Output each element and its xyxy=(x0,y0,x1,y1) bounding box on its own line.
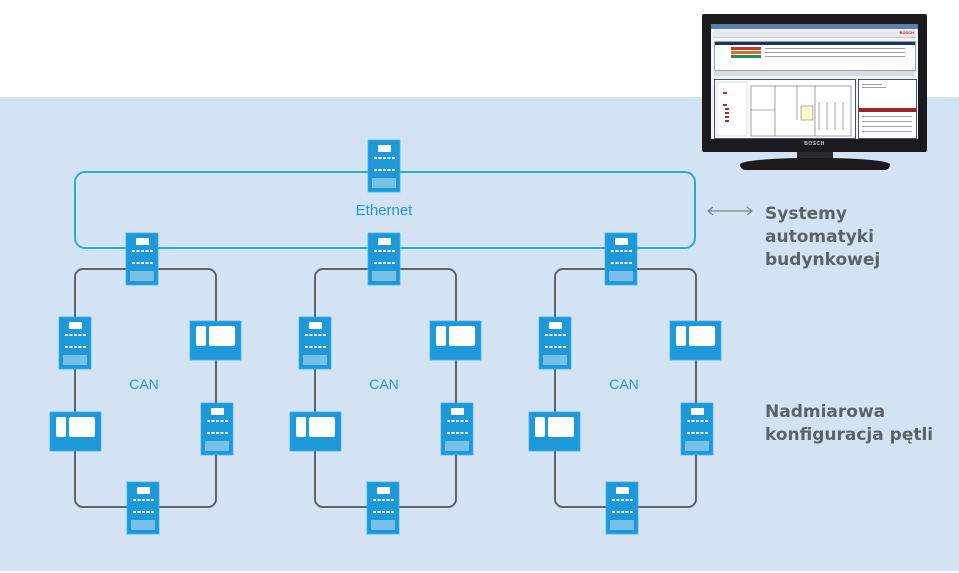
gateway-panel-1 xyxy=(125,232,159,286)
loop3-keypad-left xyxy=(528,411,581,452)
loop3-keypad-right xyxy=(669,320,722,361)
loop1-panel-right xyxy=(200,402,234,456)
screen-info-panel xyxy=(858,79,917,139)
redundant-label-line-1: Nadmiarowa xyxy=(765,402,886,422)
monitor-neck xyxy=(797,152,833,160)
loop1-keypad-right xyxy=(189,320,242,361)
bms-label-line-1: Systemy xyxy=(765,204,847,224)
gateway-panel-2 xyxy=(367,232,401,286)
screen-floor-plan xyxy=(714,79,856,139)
ethernet-label: Ethernet xyxy=(356,202,414,219)
loop2-keypad-left xyxy=(289,411,342,452)
screen-alarm-list xyxy=(714,41,916,71)
loop2-panel-left xyxy=(298,316,332,370)
can-label-2: CAN xyxy=(369,376,399,392)
loop3-panel-left xyxy=(538,316,572,370)
loop2-panel-right xyxy=(440,402,474,456)
screen-tabbar xyxy=(714,71,914,76)
bms-label-line-3: budynkowej xyxy=(765,250,881,270)
bms-label: Systemy automatyki budynkowej xyxy=(765,203,880,272)
workstation-monitor: BOSCH xyxy=(702,14,927,172)
can-label-3: CAN xyxy=(609,376,639,392)
gateway-panel-3 xyxy=(604,232,638,286)
monitor-screen: BOSCH xyxy=(711,24,918,139)
screen-logo: BOSCH xyxy=(899,30,914,35)
double-arrow-icon xyxy=(707,206,753,216)
monitor-brand: BOSCH xyxy=(804,141,825,147)
loop1-panel-bottom xyxy=(126,481,160,535)
loop1-panel-left xyxy=(58,316,92,370)
redundant-loop-label: Nadmiarowa konfiguracja pętli xyxy=(765,401,933,447)
screen-titlebar xyxy=(711,24,918,29)
loop1-keypad-left xyxy=(49,411,102,452)
loop2-panel-bottom xyxy=(366,481,400,535)
ethernet-panel-top xyxy=(367,139,401,193)
loop3-panel-right xyxy=(680,402,714,456)
loop3-panel-bottom xyxy=(605,481,639,535)
bms-label-line-2: automatyki xyxy=(765,227,874,247)
can-label-1: CAN xyxy=(129,376,159,392)
screen-toolbar xyxy=(713,30,916,38)
loop2-keypad-right xyxy=(429,320,482,361)
monitor-stand xyxy=(740,158,890,170)
redundant-label-line-2: konfiguracja pętli xyxy=(765,425,934,445)
